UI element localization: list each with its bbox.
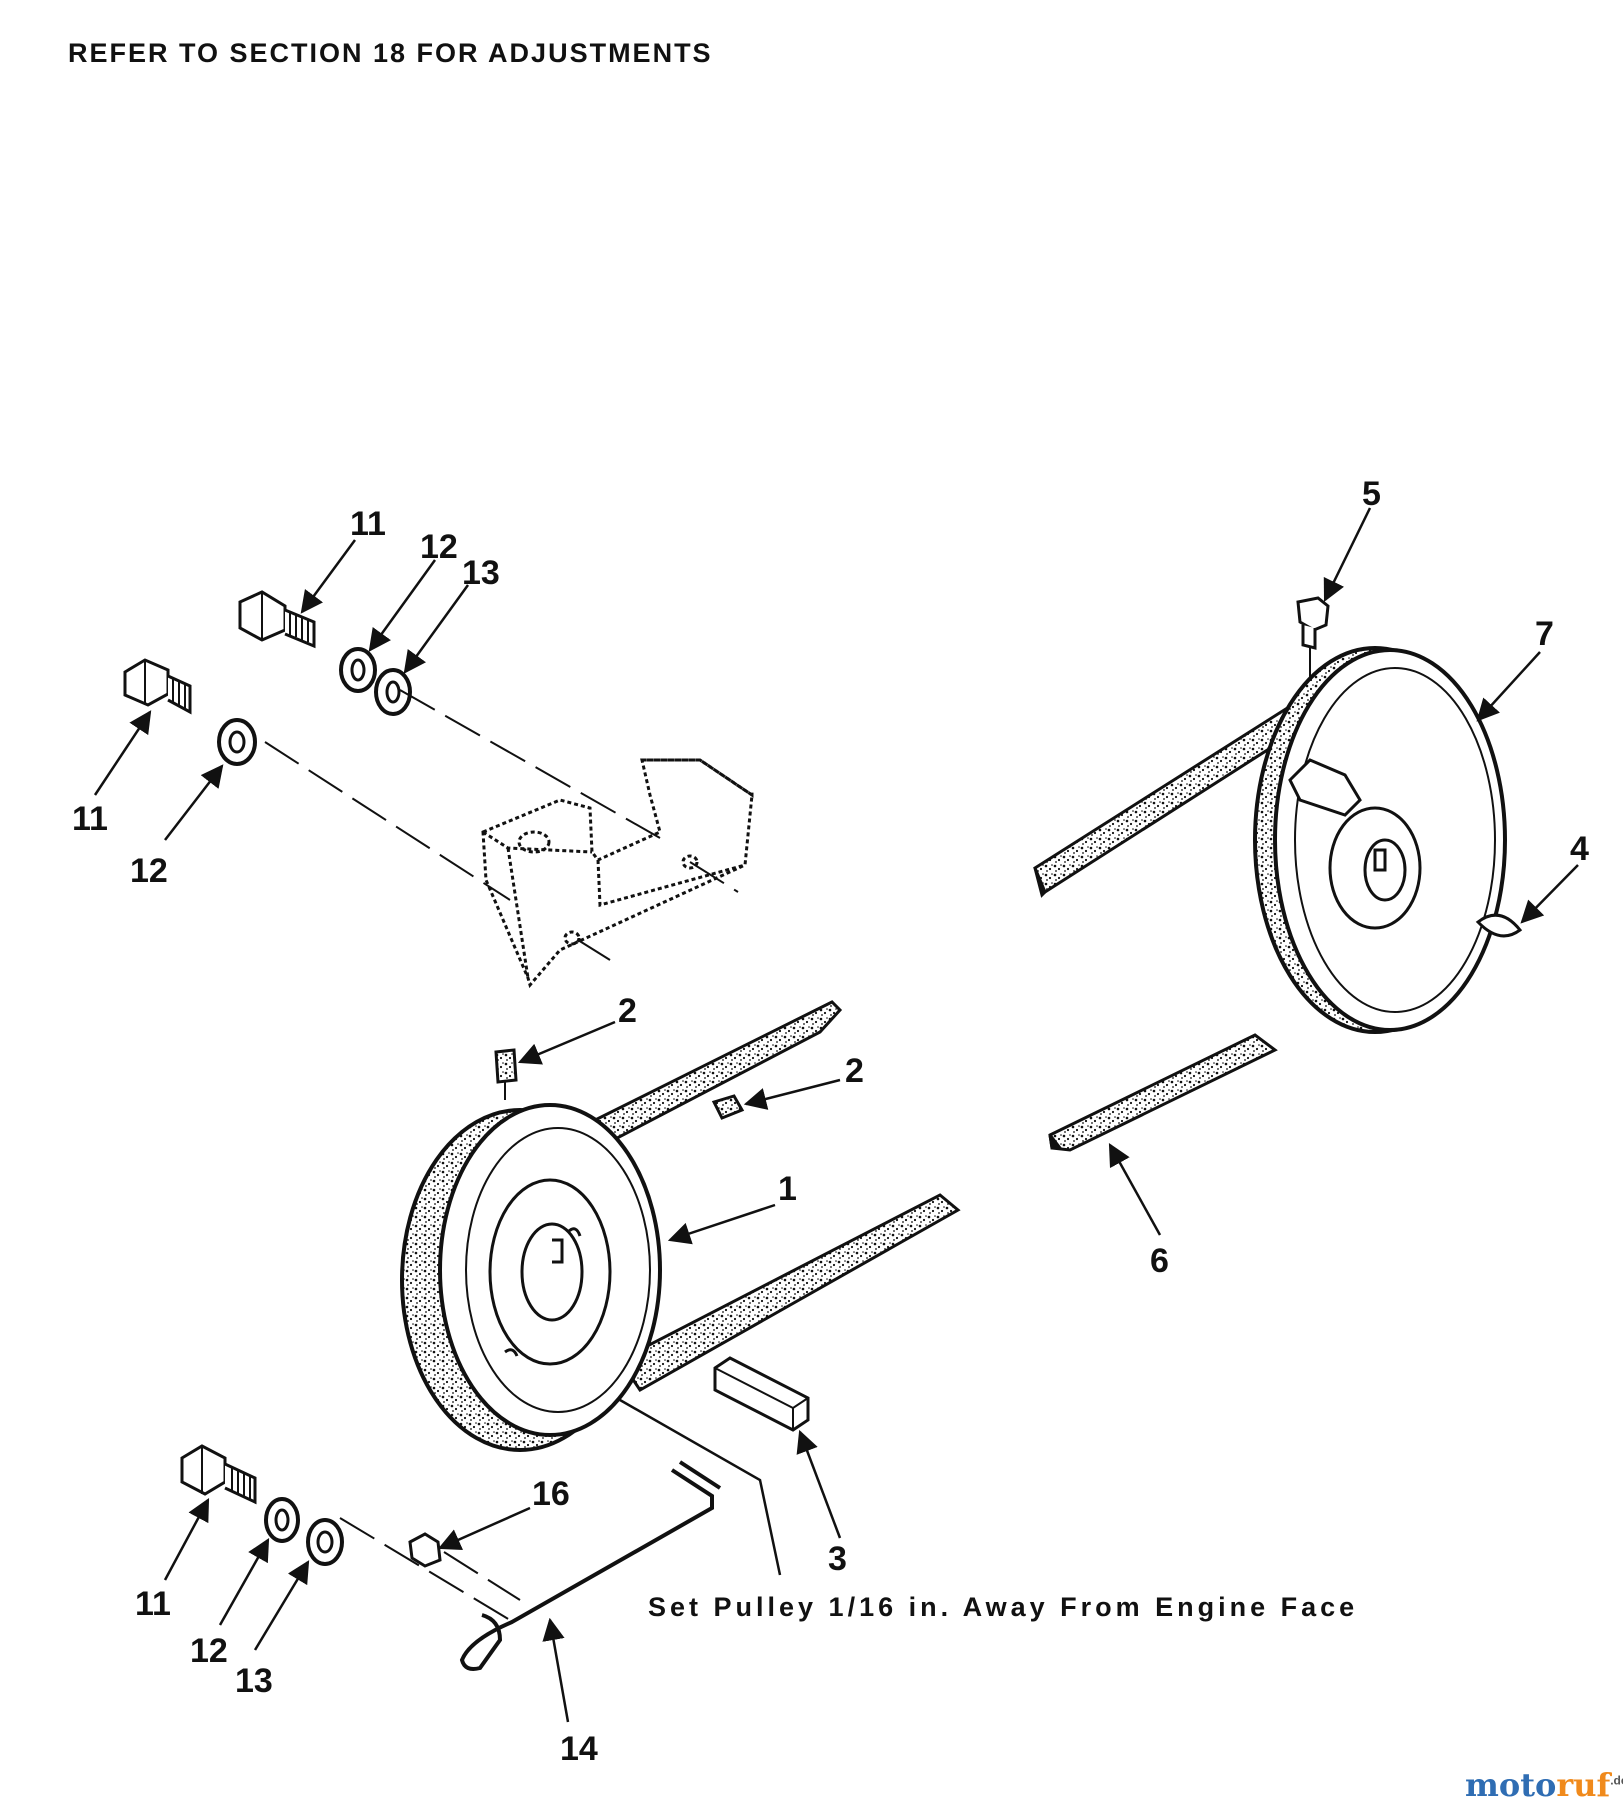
callout-12-upper: 12 bbox=[420, 528, 458, 566]
callout-3: 3 bbox=[828, 1540, 847, 1578]
hex-bolt-11-upper bbox=[238, 590, 316, 649]
flat-washer-13-lower bbox=[306, 1518, 344, 1566]
leader-note bbox=[619, 1398, 782, 1576]
nut-16 bbox=[408, 1532, 442, 1568]
callout-7: 7 bbox=[1535, 615, 1554, 653]
watermark-part1: moto bbox=[1465, 1766, 1557, 1804]
callout-1: 1 bbox=[778, 1170, 797, 1208]
callout-11-upper: 11 bbox=[350, 505, 386, 543]
callout-16: 16 bbox=[532, 1475, 570, 1513]
square-key-3 bbox=[713, 1356, 810, 1432]
callout-12-lower: 12 bbox=[190, 1632, 228, 1670]
watermark-part2: ruf bbox=[1556, 1766, 1611, 1804]
lock-washer-12-upper bbox=[339, 647, 377, 693]
set-screw-2-side bbox=[711, 1094, 745, 1120]
callout-2-upper: 2 bbox=[618, 992, 637, 1030]
bolt-centerlines bbox=[264, 640, 1401, 1621]
callout-13-lower: 13 bbox=[235, 1662, 273, 1700]
callout-13-upper: 13 bbox=[462, 554, 500, 592]
header-note: REFER TO SECTION 18 FOR ADJUSTMENTS bbox=[68, 38, 713, 68]
set-screw-5 bbox=[1296, 596, 1330, 650]
callout-12-left: 12 bbox=[130, 852, 168, 890]
leader-lines bbox=[93, 507, 1579, 1723]
hex-bolt-11-left bbox=[123, 658, 192, 715]
pulley-7 bbox=[1253, 646, 1507, 1034]
flat-washer-13-upper bbox=[374, 668, 412, 716]
pulley-adjustment-note: Set Pulley 1/16 in. Away From Engine Fac… bbox=[648, 1592, 1359, 1622]
rod-14 bbox=[459, 1460, 722, 1671]
callout-6: 6 bbox=[1150, 1242, 1169, 1280]
callout-11-left: 11 bbox=[72, 800, 108, 838]
pulley-1 bbox=[400, 1103, 662, 1452]
watermark-logo: motoruf.de bbox=[1465, 1766, 1623, 1804]
callout-11-lower: 11 bbox=[135, 1585, 171, 1623]
callout-14: 14 bbox=[560, 1730, 598, 1768]
belt-lower-left bbox=[617, 1193, 961, 1392]
woodruff-key-4 bbox=[1475, 913, 1523, 938]
lock-washer-12-left bbox=[217, 718, 257, 766]
mounting-bracket bbox=[481, 758, 754, 989]
callout-4: 4 bbox=[1570, 830, 1589, 868]
callouts: 11 12 13 11 12 2 2 1 3 5 7 4 6 16 11 12 … bbox=[72, 475, 1589, 1768]
callout-2-side: 2 bbox=[845, 1052, 864, 1090]
belt-6-lower bbox=[1048, 1033, 1278, 1152]
callout-5: 5 bbox=[1362, 475, 1381, 513]
lock-washer-12-lower bbox=[264, 1497, 300, 1543]
hex-bolt-11-lower bbox=[180, 1444, 257, 1505]
watermark-suffix: .de bbox=[1610, 1773, 1623, 1788]
set-screw-2-upper bbox=[494, 1048, 518, 1084]
